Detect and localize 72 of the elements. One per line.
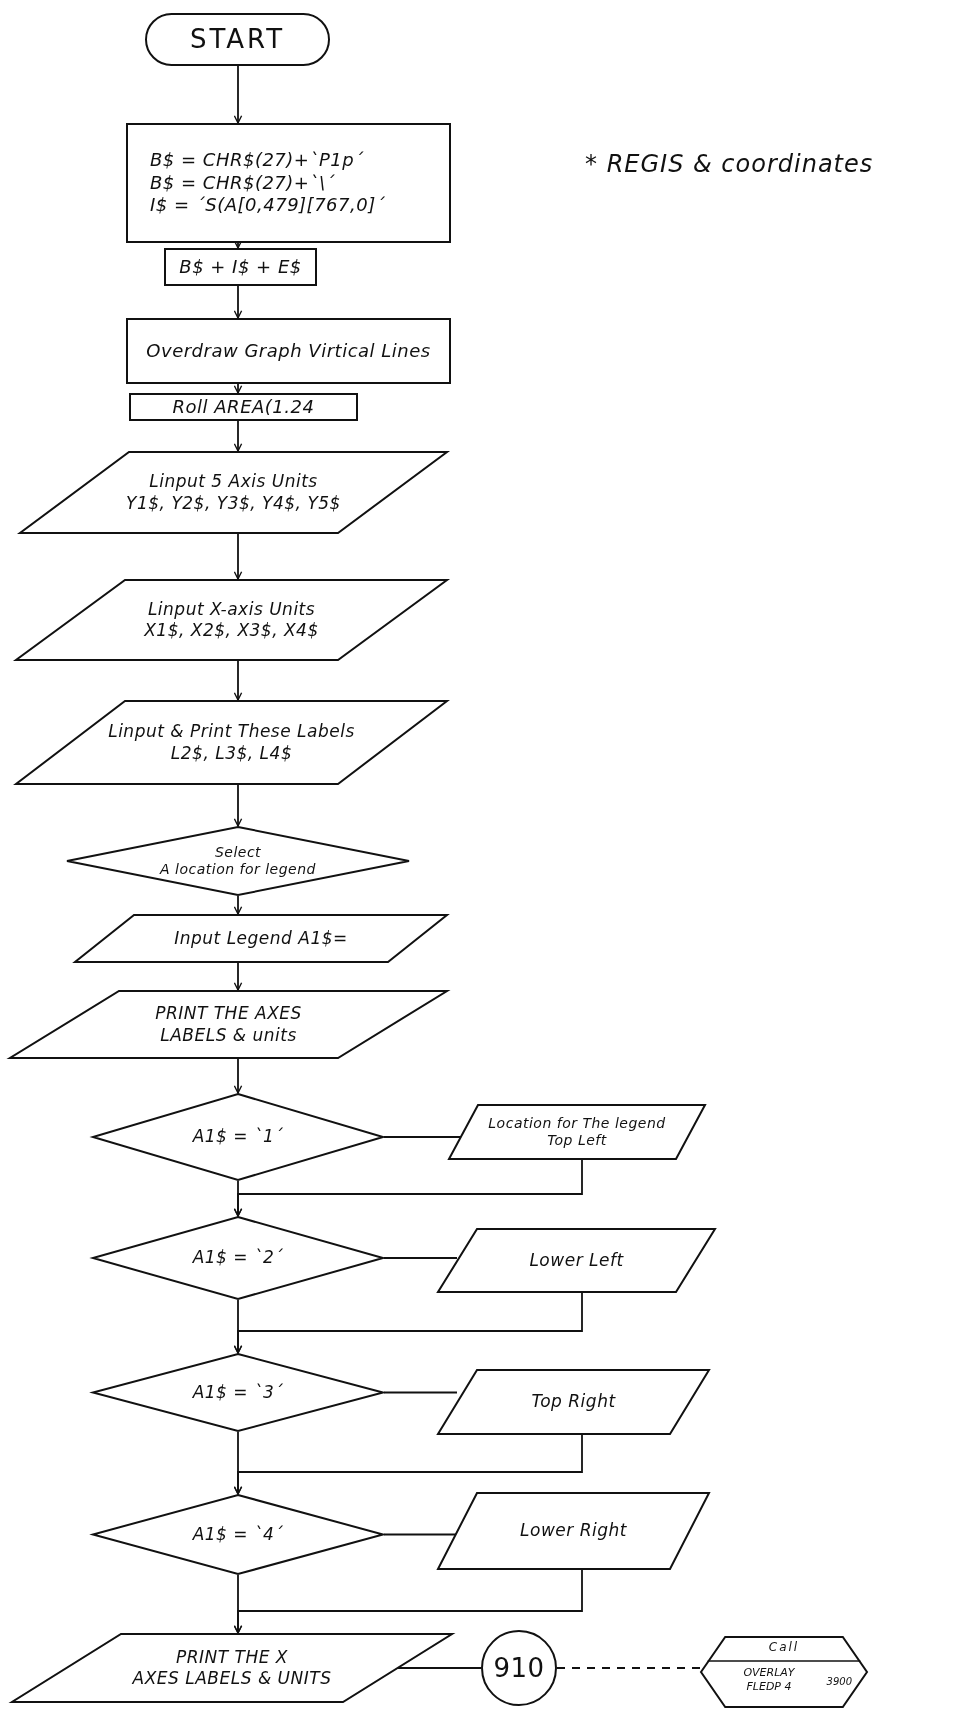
input-parallelogram [437, 1228, 716, 1293]
flow-line [233, 895, 243, 915]
decision-diamond [92, 1353, 384, 1432]
flow-line [233, 1292, 583, 1354]
node-text: 910 [493, 1651, 545, 1685]
node-text: Y1$, Y2$, Y3$, Y4$, Y5$ [126, 492, 341, 514]
node-text: A1$ = `1´ [192, 1126, 284, 1148]
node-text: A1$ = `2´ [192, 1247, 284, 1269]
node-text: Linput 5 Axis Units [149, 471, 318, 493]
flow-line [233, 420, 243, 452]
node-text: Overdraw Graph Virtical Lines [146, 339, 431, 363]
input-parallelogram [11, 1633, 453, 1703]
flow-line [233, 383, 243, 394]
node-text: LABELS & units [160, 1024, 297, 1046]
flow-line [233, 1058, 243, 1094]
node-text: Input Legend A1$= [174, 927, 348, 950]
node-text: OVERLAY FLEDP 4 [742, 1666, 796, 1695]
decision-diamond [92, 1494, 384, 1575]
decision-diamond [66, 826, 410, 896]
node-text: Location for The legend [488, 1114, 666, 1132]
node-text: B$ = CHR$(27)+`\´ [150, 171, 335, 195]
node-text: AXES LABELS & UNITS [132, 1668, 332, 1690]
input-parallelogram [15, 579, 448, 661]
input-parallelogram [448, 1104, 706, 1160]
node-text: Select [214, 843, 262, 861]
node-text: A location for legend [160, 861, 316, 879]
node-note: 3900 [826, 1676, 852, 1687]
input-parallelogram [437, 1369, 710, 1435]
node-text: Linput & Print These Labels [108, 721, 355, 743]
flow-line [233, 1569, 583, 1634]
input-parallelogram [9, 990, 448, 1059]
note-text: * REGIS & coordinates [585, 150, 874, 178]
node-text: Top Left [547, 1132, 607, 1150]
preparation-hexagon [700, 1636, 868, 1708]
process-box [126, 318, 451, 384]
decision-diamond [92, 1216, 384, 1300]
node-text: A1$ = `4´ [192, 1523, 284, 1546]
node-text: A1$ = `3´ [192, 1381, 284, 1404]
flow-line [233, 533, 243, 580]
flow-line [233, 660, 243, 701]
node-text: Top Right [531, 1391, 616, 1413]
node-text: PRINT THE AXES [155, 1003, 302, 1025]
node-text: Lower Left [529, 1249, 624, 1272]
flow-line [383, 1257, 458, 1259]
flow-line [556, 1667, 701, 1669]
flow-line [233, 962, 243, 991]
node-text: X1$, X2$, X3$, X4$ [144, 620, 319, 642]
flow-line [397, 1667, 482, 1669]
node-text: Linput X-axis Units [147, 598, 316, 620]
node-text: START [189, 23, 286, 56]
input-parallelogram [74, 914, 448, 963]
flow-line [233, 1434, 583, 1495]
flow-line [233, 1159, 583, 1217]
node-text: I$ = ´S(A[0,479][767,0]´ [150, 194, 386, 217]
node-text: B$ + I$ + E$ [179, 255, 302, 279]
node-text: Lower Right [520, 1520, 627, 1542]
decision-diamond [92, 1093, 384, 1181]
process-box [164, 248, 317, 286]
process-box [126, 123, 451, 243]
node-text: L2$, L3$, L4$ [170, 742, 293, 764]
node-text: Call [767, 1640, 801, 1655]
flow-line [233, 784, 243, 827]
input-parallelogram [15, 700, 448, 785]
input-parallelogram [19, 451, 448, 534]
flow-line [233, 65, 243, 124]
process-box [129, 393, 358, 421]
input-parallelogram [437, 1492, 710, 1570]
node-text: PRINT THE X [175, 1646, 288, 1668]
node-text: Roll AREA(1.24 [172, 395, 315, 419]
node-text: B$ = CHR$(27)+`P1p´ [150, 149, 364, 172]
flow-line [233, 285, 243, 319]
start-terminal [145, 13, 330, 66]
